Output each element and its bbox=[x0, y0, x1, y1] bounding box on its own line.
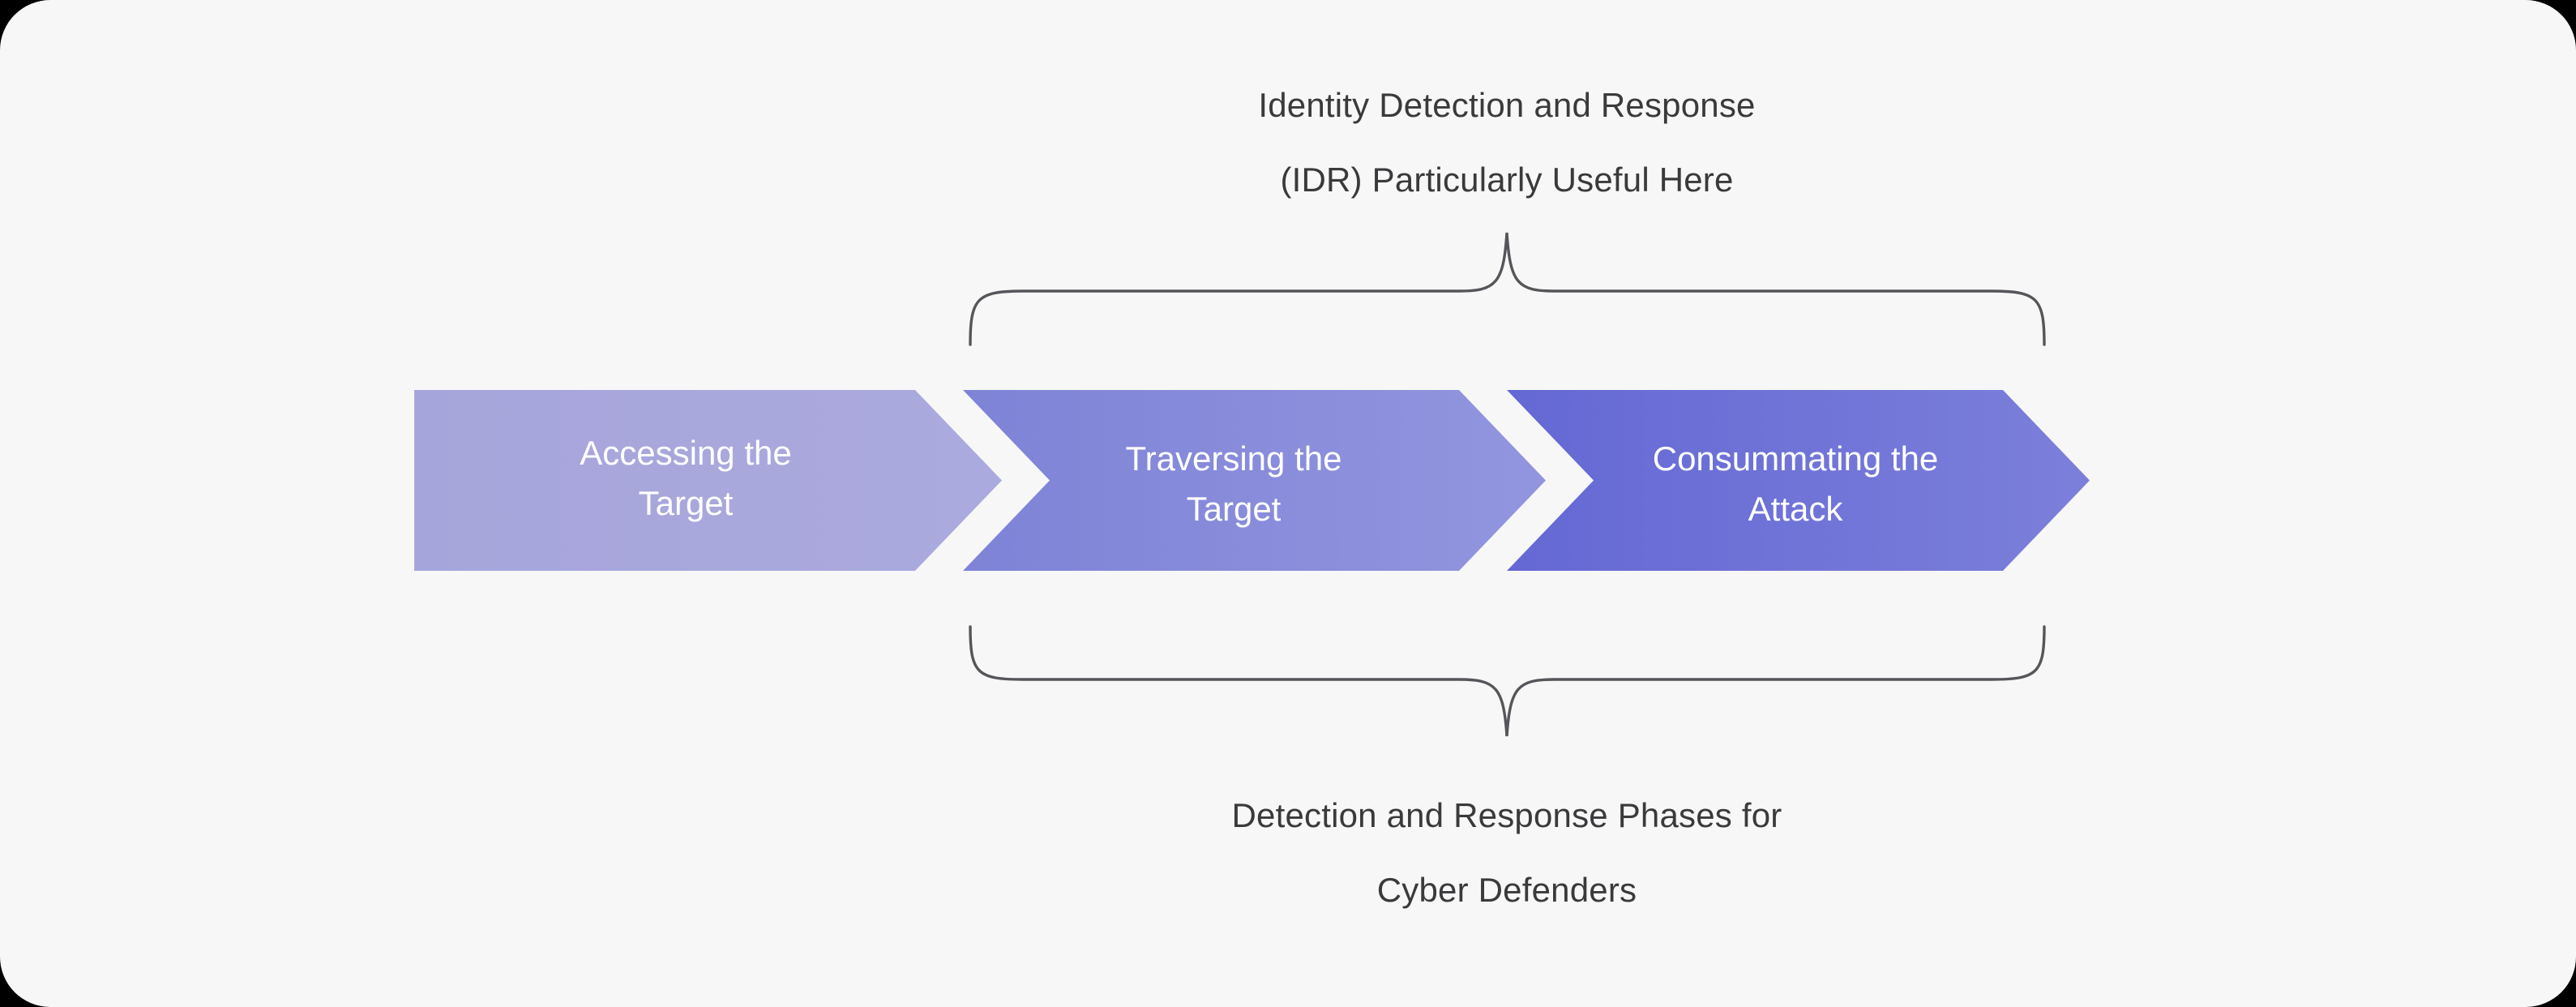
annotation-line: (IDR) Particularly Useful Here bbox=[1280, 161, 1734, 199]
chevron-stage-accessing-the-target[interactable] bbox=[414, 390, 1002, 571]
chevron-stage-consummating-the-attack[interactable] bbox=[1507, 390, 2090, 571]
top-brace-annotation-text: Identity Detection and Response (IDR) Pa… bbox=[858, 68, 2155, 217]
bottom-brace bbox=[969, 625, 2046, 737]
annotation-line: Cyber Defenders bbox=[1376, 871, 1637, 909]
bottom-brace-annotation-text: Detection and Response Phases for Cyber … bbox=[858, 778, 2155, 928]
annotation-line: Detection and Response Phases for bbox=[1231, 796, 1782, 834]
annotation-line: Identity Detection and Response bbox=[1258, 86, 1756, 124]
chevron-stage-traversing-the-target[interactable] bbox=[963, 390, 1546, 571]
top-brace bbox=[969, 232, 2046, 346]
